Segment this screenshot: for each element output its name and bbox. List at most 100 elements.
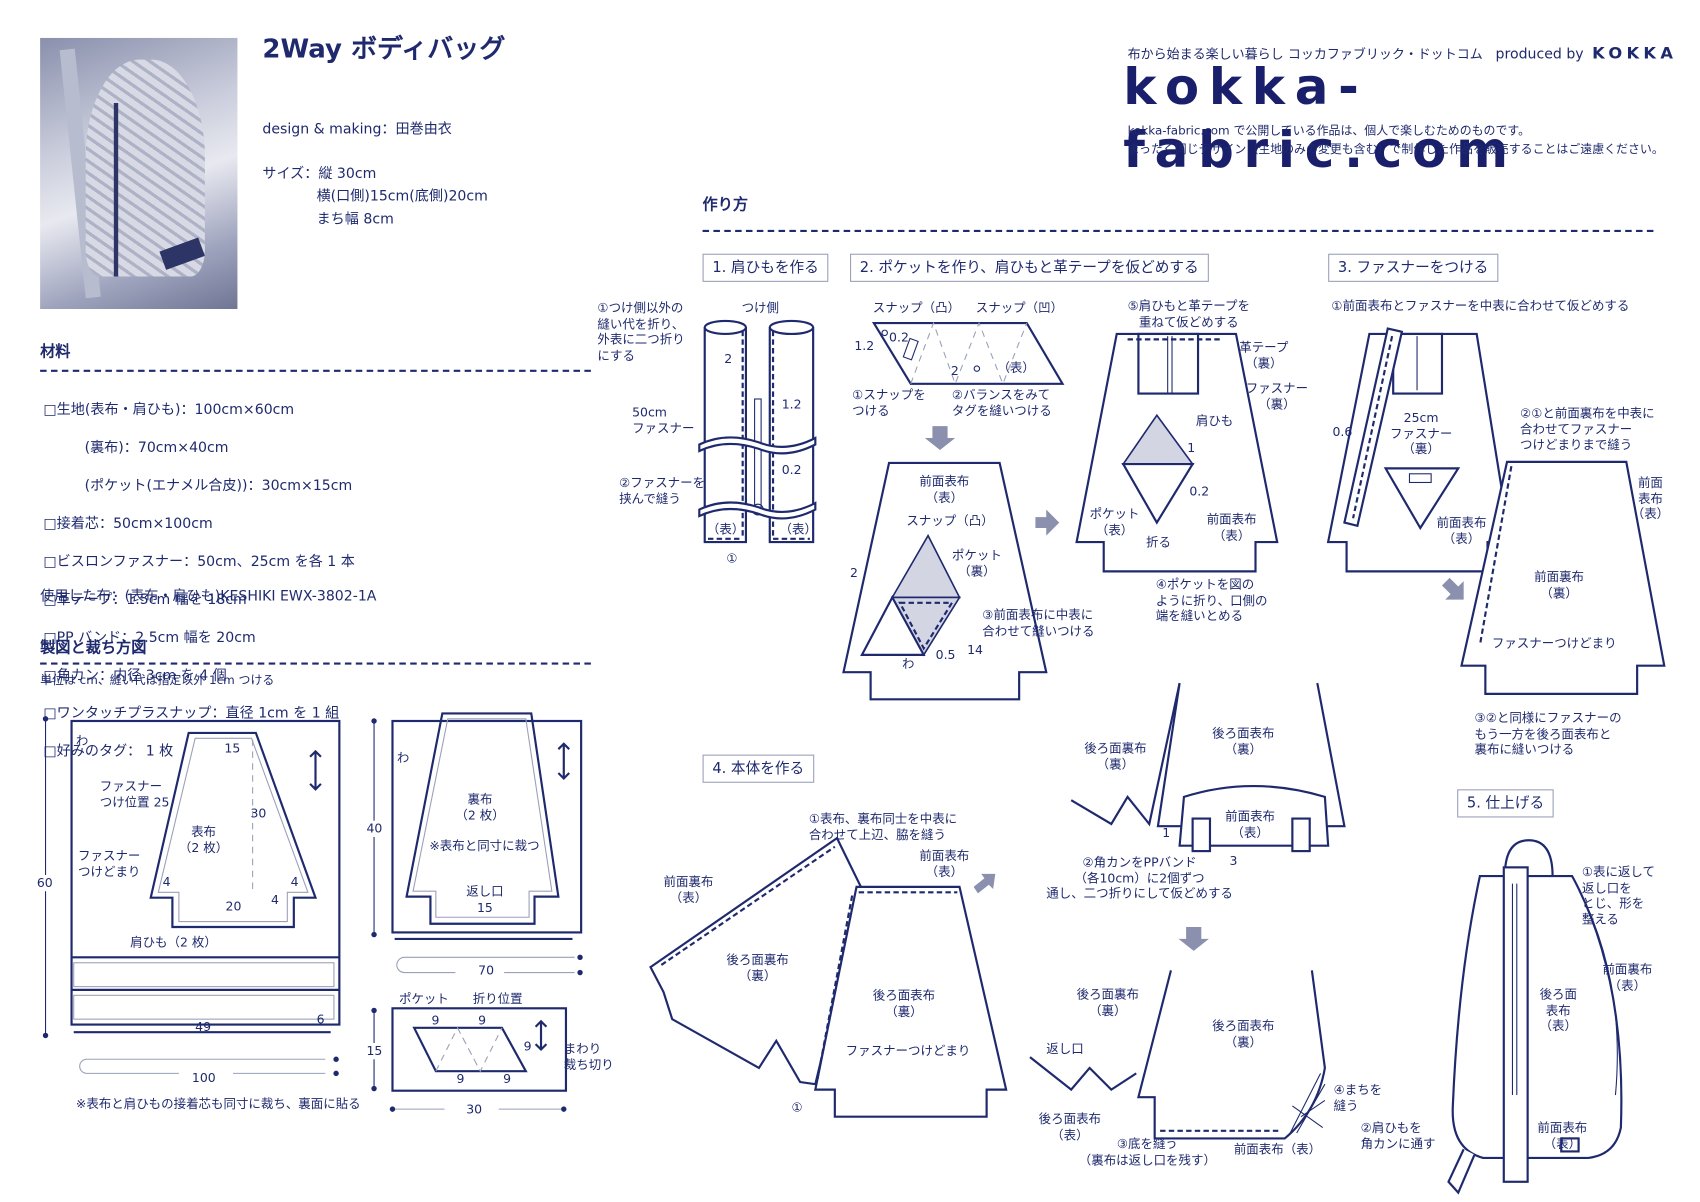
step-label: 後ろ面表布 （裏）: [1212, 1018, 1275, 1050]
step-3-title: 3. ファスナーをつける: [1328, 253, 1499, 282]
page-title: 2Way ボディバッグ: [262, 33, 506, 64]
zipper-stop-label: ファスナー つけどまり: [78, 847, 141, 879]
step-label: 折る: [1145, 534, 1171, 550]
step-label: わ: [902, 655, 915, 672]
step-label: スナップ（凹）: [975, 300, 1064, 316]
dim-label: 30: [466, 1101, 483, 1117]
step-label: ①表布、裏布同士を中表に 合わせて上辺、脇を縫う: [808, 810, 958, 843]
step-label: ファスナー （裏）: [1245, 380, 1309, 412]
step-label: ⑤肩ひもと革テープを 重ねて仮どめする: [1127, 298, 1250, 330]
step-label: ①前面表布とファスナーを中表に合わせて仮どめする: [1331, 298, 1630, 314]
dim-label: 20: [225, 898, 242, 914]
step-label: 前面表布 （表）: [1436, 514, 1487, 547]
unit-note: 単位は cm、縫い代は指定以外 1cm つける: [40, 673, 275, 688]
size-width: 横(口側)15cm(底側)20cm: [316, 188, 488, 205]
step-label: 前面表布 （表）: [919, 473, 970, 505]
divider: [40, 662, 591, 665]
dim-label: 40: [366, 820, 383, 837]
material-item: □革テープ：1.5cm 幅を 18cm: [43, 591, 247, 608]
step-label: ポケット （表）: [1089, 506, 1140, 538]
step-label: スナップ（凸）: [872, 300, 961, 316]
outer-fabric-layout: [42, 716, 341, 1077]
materials-list: □生地(表布・肩ひも)：100cm×60cm (裏布)：70cm×40cm (ポ…: [43, 382, 354, 780]
step-label: ①: [726, 550, 738, 566]
material-item: □好みのタグ： 1 枚: [43, 743, 174, 760]
pocket-label: ポケット: [398, 990, 449, 1007]
step-label: （表）: [706, 521, 745, 537]
step-label: 後ろ面裏布 （裏）: [726, 951, 789, 984]
step-label: ①つけ側以外の 縫い代を折り、 外表に二つ折り にする: [597, 300, 685, 364]
cut-note: まわり 裁ち切り: [563, 1040, 614, 1072]
material-item: □ワンタッチプラスナップ：直径 1cm を 1 組: [43, 705, 340, 722]
dim-label: 4: [271, 892, 279, 908]
step-5-title: 5. 仕上げる: [1457, 789, 1554, 818]
bag-photo: [40, 37, 238, 309]
cutting-heading: 製図と裁ち方図: [40, 639, 147, 658]
step-label: （表）: [779, 521, 817, 537]
step-label: 0.5: [935, 647, 956, 663]
dim-label: 9: [503, 1071, 512, 1087]
divider: [40, 369, 591, 372]
dim-label: 9: [478, 1012, 487, 1028]
step-4-title: 4. 本体を作る: [702, 754, 814, 783]
step-label: 肩ひも: [1195, 413, 1234, 429]
step-label: 前面裏布 （表）: [663, 873, 714, 906]
step-label: 後ろ面表布 （裏）: [1212, 725, 1275, 757]
step-label: 後ろ面表布 （表）: [1038, 1111, 1102, 1143]
interfacing-note: ※表布と肩ひもの接着芯も同寸に裁ち、裏面に貼る: [75, 1096, 361, 1112]
step-label: 前面 表布 （表）: [1631, 474, 1670, 522]
step-label: 返し口: [1046, 1040, 1084, 1057]
step-1-title: 1. 肩ひもを作る: [702, 253, 829, 282]
lining-note: ※表布と同寸に裁つ: [429, 838, 540, 854]
step-label: スナップ（凸）: [906, 512, 994, 529]
step-label: ③②と同様にファスナーの もう一方を後ろ面表布と 裏布に縫いつける: [1474, 710, 1622, 758]
step-label: 0.2: [889, 329, 909, 345]
step-label: ②角カンをPPバンド （各10cm）に2個ずつ 通し、二つ折りにして仮どめする: [1046, 854, 1233, 902]
step-label: ④ポケットを図の ように折り、口側の 端を縫いとめる: [1155, 576, 1268, 624]
step-label: 50cm ファスナー: [632, 404, 695, 436]
designer: design & making：田巻由衣: [262, 121, 452, 138]
step-label: 1: [1162, 825, 1171, 841]
dim-label: 30: [250, 805, 267, 821]
step-label: 3: [1229, 853, 1238, 869]
step-label: 0.2: [1189, 483, 1210, 499]
step-label: ④まちを 縫う: [1333, 1082, 1383, 1114]
outer-piece-label: 表布 （2 枚）: [178, 823, 229, 856]
material-item: (ポケット(エナメル合皮))：30cm×15cm: [84, 477, 353, 494]
step-label: 前面表布 （表）: [1206, 511, 1257, 543]
step-label: ②バランスをみて タグを縫いつける: [951, 387, 1052, 419]
strap-drawing: [698, 319, 817, 544]
step-label: ポケット （裏）: [951, 547, 1002, 579]
step-label: 前面表布 （表）: [919, 847, 970, 879]
step-label: ①スナップを つける: [852, 387, 926, 419]
dim-label: 9: [431, 1012, 440, 1028]
step-label: ③前面表布に中表に 合わせて縫いつける: [982, 607, 1095, 639]
step-label: ①表に返して 返し口を とじ、形を 整える: [1581, 864, 1655, 928]
step-label: ②①と前面裏布を中表に 合わせてファスナー つけどまりまで縫う: [1520, 405, 1655, 453]
dim-label: 49: [195, 1019, 212, 1035]
step-label: 2: [850, 564, 858, 581]
size-gusset: まち幅 8cm: [316, 211, 394, 228]
pocket-drawing: [842, 321, 1279, 701]
finished-bag-drawing: [1447, 839, 1623, 1195]
step-label: 前面表布 （表）: [1225, 808, 1276, 840]
dim-label: 15: [366, 1043, 383, 1059]
step-label: 前面裏布 （表）: [1602, 961, 1653, 993]
opening-label: 返し口 15: [466, 883, 504, 915]
step-label: 後ろ面裏布 （裏）: [1084, 740, 1147, 772]
body-sewing-drawing: [649, 682, 1346, 1140]
step-label: 14: [967, 641, 983, 658]
zipper-drawing: [1326, 327, 1666, 695]
step-label: （表）: [997, 359, 1035, 376]
dim-label: 15: [224, 740, 241, 756]
step-label: 後ろ面裏布 （裏）: [1076, 986, 1139, 1018]
size-height: サイズ：縦 30cm: [262, 165, 377, 183]
material-item: □PP バンド：2.5cm 幅を 20cm: [43, 629, 256, 646]
material-item: □接着芯：50cm×100cm: [43, 515, 213, 532]
step-label: 0.6: [1332, 423, 1353, 440]
howto-heading: 作り方: [702, 196, 749, 214]
dim-label: 6: [316, 1011, 325, 1027]
step-2-title: 2. ポケットを作り、肩ひもと革テープを仮どめする: [850, 253, 1209, 282]
step-label: 革テープ （裏）: [1239, 339, 1289, 371]
